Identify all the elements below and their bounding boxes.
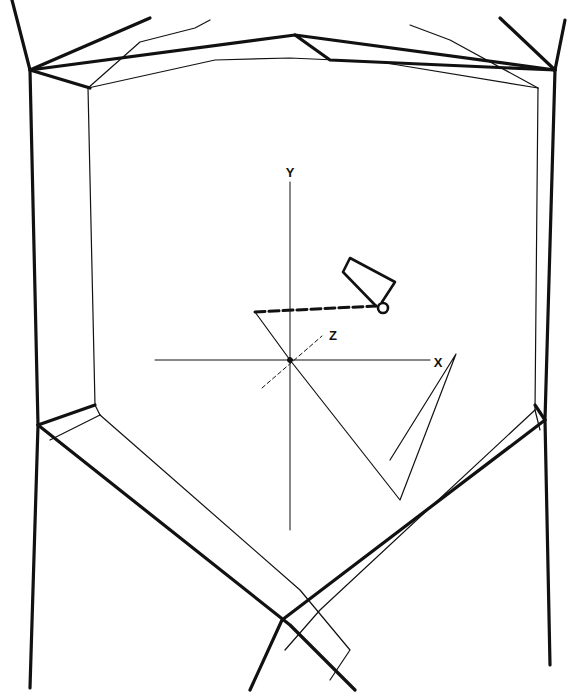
axis-label: X	[434, 356, 443, 369]
torso-back-outline	[50, 20, 540, 680]
torso-front-outline	[12, 0, 565, 690]
axes	[155, 182, 430, 530]
axis-label: Y	[286, 166, 295, 179]
axis-label: Z	[329, 329, 337, 342]
vector-loop	[255, 258, 456, 500]
